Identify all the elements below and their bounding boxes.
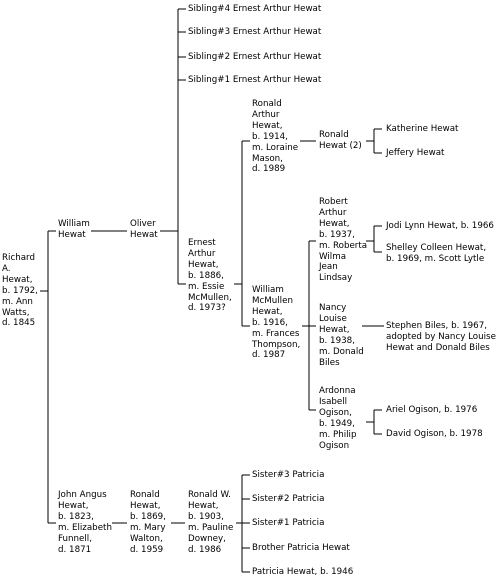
person-richard-hewat: Richard A. Hewat, b. 1792, m. Ann Watts,… xyxy=(2,253,38,329)
person-john-angus-hewat: John Angus Hewat, b. 1823, m. Elizabeth … xyxy=(58,490,112,555)
person-patricia-hewat: Patricia Hewat, b. 1946 xyxy=(252,567,354,577)
person-sibling-4: Sibling#4 Ernest Arthur Hewat xyxy=(188,4,322,14)
person-jeffery-hewat: Jeffery Hewat xyxy=(386,148,445,158)
person-sibling-2: Sibling#2 Ernest Arthur Hewat xyxy=(188,52,322,62)
person-ernest-arthur-hewat: Ernest Arthur Hewat, b. 1886, m. Essie M… xyxy=(188,238,232,314)
person-nancy-louise-hewat: Nancy Louise Hewat, b. 1938, m. Donald B… xyxy=(319,303,364,368)
person-david-ogison: David Ogison, b. 1978 xyxy=(386,429,483,439)
person-jodi-lynn-hewat: Jodi Lynn Hewat, b. 1966 xyxy=(386,221,494,231)
person-sister-3-patricia: Sister#3 Patricia xyxy=(252,470,325,480)
person-ronald-hewat-2: Ronald Hewat (2) xyxy=(319,130,362,151)
person-ronald-w-hewat: Ronald W. Hewat, b. 1903, m. Pauline Dow… xyxy=(188,490,234,555)
person-sister-1-patricia: Sister#1 Patricia xyxy=(252,518,325,528)
person-robert-arthur-hewat: Robert Arthur Hewat, b. 1937, m. Roberta… xyxy=(319,197,368,284)
person-sibling-3: Sibling#3 Ernest Arthur Hewat xyxy=(188,27,322,37)
person-william-hewat: William Hewat xyxy=(58,219,90,240)
person-william-mcmullen-hewat: William McMullen Hewat, b. 1916, m. Fran… xyxy=(252,285,301,361)
person-brother-patricia-hewat: Brother Patricia Hewat xyxy=(252,543,350,553)
person-sibling-1: Sibling#1 Ernest Arthur Hewat xyxy=(188,75,322,85)
person-oliver-hewat: Oliver Hewat xyxy=(130,219,158,240)
person-sister-2-patricia: Sister#2 Patricia xyxy=(252,494,325,504)
person-ardonna-isabell-ogison: Ardonna Isabell Ogison, b. 1949, m. Phil… xyxy=(319,386,357,451)
person-katherine-hewat: Katherine Hewat xyxy=(386,124,459,134)
person-shelley-colleen-hewat: Shelley Colleen Hewat, b. 1969, m. Scott… xyxy=(386,243,487,264)
person-ronald-arthur-hewat: Ronald Arthur Hewat, b. 1914, m. Loraine… xyxy=(252,99,299,175)
person-ronald-hewat-1869: Ronald Hewat, b. 1869, m. Mary Walton, d… xyxy=(130,490,166,555)
person-stephen-biles: Stephen Biles, b. 1967, adopted by Nancy… xyxy=(386,321,496,353)
person-ariel-ogison: Ariel Ogison, b. 1976 xyxy=(386,405,478,415)
